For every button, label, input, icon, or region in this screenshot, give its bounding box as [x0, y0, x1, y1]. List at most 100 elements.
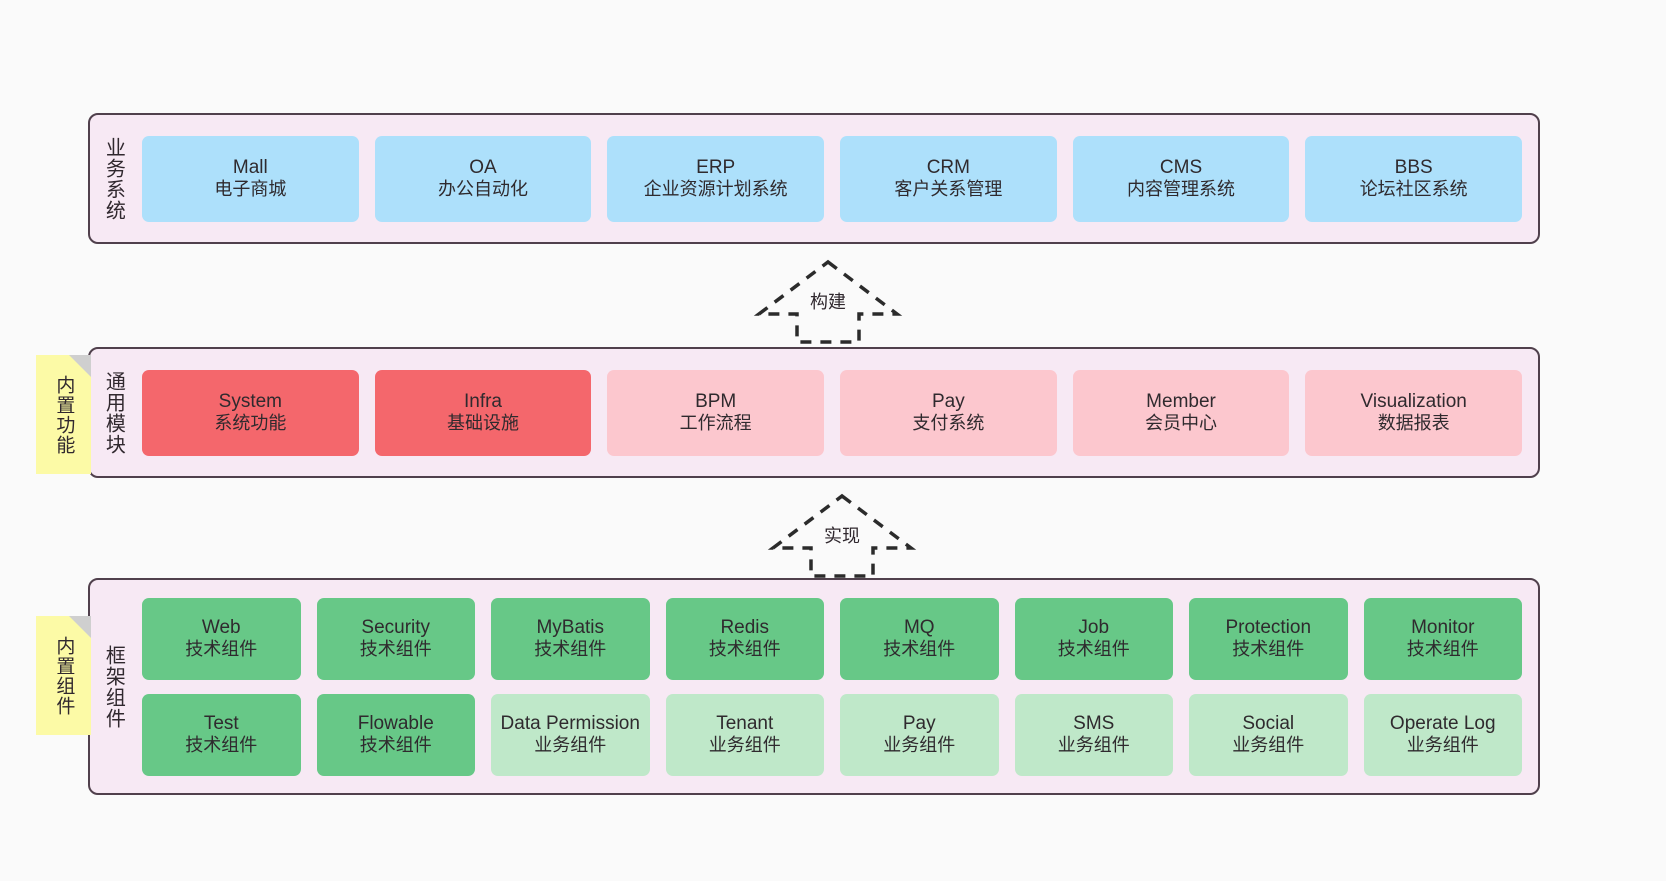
box-title-cn: 业务组件: [708, 735, 781, 756]
arrow-label-implement: 实现: [821, 522, 863, 548]
box-title-en: Data Permission: [500, 712, 640, 734]
note-builtin-components-label: 内置组件: [53, 635, 75, 716]
box-title-cn: 技术组件: [359, 639, 432, 660]
box-title-cn: 支付系统: [912, 413, 985, 434]
box-title-cn: 技术组件: [359, 735, 432, 756]
box-title-cn: 技术组件: [1232, 639, 1305, 660]
box-title-cn: 技术组件: [883, 639, 956, 660]
box-title-en: Visualization: [1360, 390, 1467, 412]
box-title-en: Monitor: [1411, 616, 1475, 638]
box-title-en: Redis: [720, 616, 770, 638]
box-title-cn: 技术组件: [1057, 639, 1130, 660]
generalization-arrow-implement: 实现: [767, 492, 917, 580]
box-title-cn: 技术组件: [708, 639, 781, 660]
box-title-cn: 论坛社区系统: [1359, 179, 1468, 200]
layer-common-modules-title: 通用模块: [102, 370, 125, 455]
box-title-en: Social: [1242, 712, 1295, 734]
box-title-en: MQ: [903, 616, 935, 638]
layer-business-systems-title: 业务系统: [102, 136, 125, 221]
box-title-cn: 客户关系管理: [894, 179, 1003, 200]
box-title-cn: 基础设施: [447, 413, 519, 434]
layer-framework-components-title: 框架组件: [102, 644, 125, 729]
box-title-en: SMS: [1073, 712, 1115, 734]
box-title-en: OA: [469, 156, 497, 178]
box-title-en: Pay: [931, 390, 965, 412]
box-title-cn: 内容管理系统: [1127, 179, 1236, 200]
box-title-cn: 技术组件: [185, 735, 258, 756]
box-title-cn: 工作流程: [679, 413, 752, 434]
box-title-cn: 数据报表: [1377, 413, 1450, 434]
box-title-cn: 会员中心: [1145, 413, 1218, 434]
arrow-label-build: 构建: [807, 288, 849, 314]
box-title-en: ERP: [696, 156, 736, 178]
box-title-en: BBS: [1394, 156, 1433, 178]
box-title-en: Pay: [902, 712, 936, 734]
box-title-en: Security: [361, 616, 431, 638]
note-builtin-features-label: 内置功能: [53, 374, 75, 455]
box-title-en: Protection: [1225, 616, 1312, 638]
dashed-hollow-arrow-icon: [767, 493, 917, 578]
box-title-cn: 业务组件: [1057, 735, 1130, 756]
box-title-cn: 业务组件: [1232, 735, 1305, 756]
box-title-en: CMS: [1159, 156, 1203, 178]
box-title-en: Tenant: [716, 712, 774, 734]
box-title-en: BPM: [695, 390, 737, 412]
box-title-en: Flowable: [357, 712, 434, 734]
box-title-en: Web: [201, 616, 241, 638]
box-title-cn: 电子商城: [214, 179, 287, 200]
box-title-cn: 企业资源计划系统: [643, 179, 788, 200]
box-title-cn: 系统功能: [214, 413, 287, 434]
box-title-en: Mall: [232, 156, 268, 178]
box-title-en: System: [218, 390, 283, 412]
box-title-cn: 业务组件: [534, 735, 607, 756]
box-title-en: Test: [203, 712, 239, 734]
box-title-en: MyBatis: [536, 616, 605, 638]
box-title-en: Job: [1078, 616, 1110, 638]
note-builtin-features: 内置功能: [36, 355, 91, 474]
generalization-arrow-build: 构建: [753, 258, 903, 346]
dashed-hollow-arrow-icon: [753, 259, 903, 344]
box-title-en: Member: [1146, 390, 1216, 412]
note-builtin-components: 内置组件: [36, 616, 91, 735]
box-title-cn: 办公自动化: [438, 179, 528, 200]
box-title-cn: 业务组件: [883, 735, 956, 756]
box-title-en: CRM: [926, 156, 970, 178]
box-title-cn: 业务组件: [1406, 735, 1479, 756]
